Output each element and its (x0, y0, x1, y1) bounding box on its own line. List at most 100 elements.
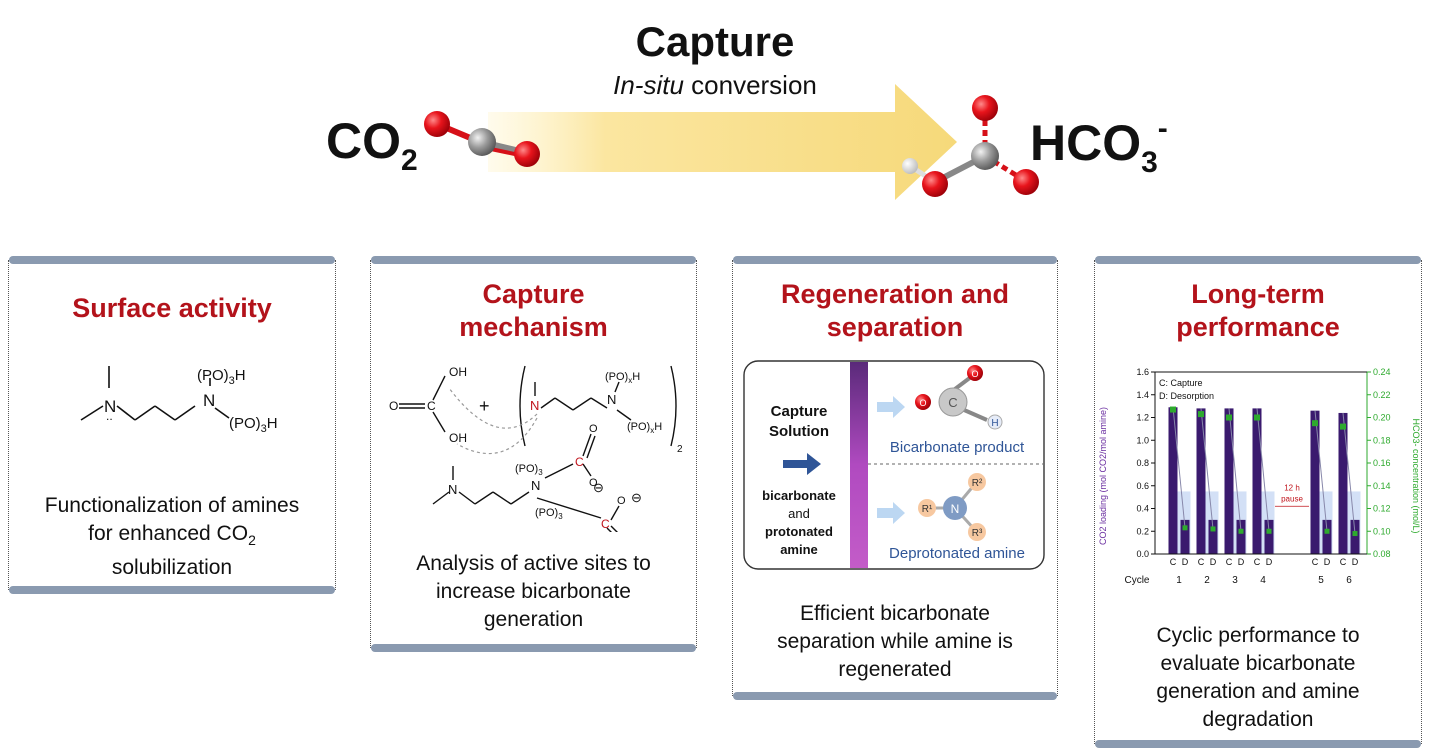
desc-line: regenerated (838, 658, 952, 681)
membrane-strip (850, 362, 868, 568)
mixture-label: bicarbonate (762, 488, 836, 503)
product-sub: 3 (1141, 146, 1158, 179)
scheme-oh-top: OH (449, 365, 467, 379)
mixture-label: protonated (765, 524, 833, 539)
header-subtitle: In-situ conversion (0, 70, 1430, 101)
minus-charge-icon: ⊖ (593, 480, 604, 495)
desc-line: generation and amine (1156, 680, 1360, 703)
atom-label: O (971, 369, 978, 379)
conversion-arrow (488, 84, 957, 200)
desc-line: Functionalization of amines (44, 494, 300, 517)
bicarbonate-icon: O O C H (915, 365, 1003, 430)
scheme-amine-n: N (530, 398, 539, 413)
panel-surface-activity: Surface activity N .. N (PO)3H (PO)3H Fu… (8, 256, 336, 594)
atom-label: H (991, 418, 998, 429)
capture-bar (1168, 407, 1178, 554)
atom-label: O (919, 398, 926, 408)
scheme-po: (PO) (605, 371, 628, 383)
y-tick-label-left: 0.6 (1136, 481, 1149, 491)
product-c-bottom: C (601, 517, 610, 531)
pause-label: 12 h (1284, 483, 1300, 492)
flow-arrow-icon (783, 453, 821, 475)
capture-bar (1338, 412, 1348, 554)
panel-top-bar (371, 256, 696, 264)
pause-label: pause (1281, 495, 1303, 504)
scheme-h: H (632, 371, 640, 383)
panel-capture-mechanism: Capture mechanism OH O C OH + N N (370, 256, 697, 652)
product-main: HCO (1030, 115, 1142, 171)
cycle-trend-line (1314, 410, 1328, 532)
panel-top-bar (733, 256, 1057, 264)
substituent-sub: 3 (261, 423, 267, 435)
svg-text:(PO)3: (PO)3 (535, 507, 563, 521)
separation-inset: Capture Solution bicarbonate and protona… (743, 360, 1045, 570)
hco3-capture-point (1170, 406, 1176, 413)
header-graphics (424, 84, 1039, 200)
desc-line: increase bicarbonate (436, 580, 631, 603)
phase-label: C (1340, 557, 1347, 567)
scheme-o: O (389, 399, 398, 413)
hco3-capture-point (1254, 414, 1260, 421)
hco3-desorption-point (1210, 526, 1216, 532)
x-axis-label: Cycle (1124, 575, 1149, 586)
hco3-capture-point (1226, 414, 1232, 421)
cycle-trend-line (1256, 408, 1270, 532)
cycle-number: 2 (1204, 575, 1210, 586)
y-tick-label-left: 1.0 (1136, 435, 1149, 445)
product-o: O (589, 423, 598, 435)
legend-capture: C: Capture (1159, 378, 1203, 388)
phase-label: C (1254, 557, 1261, 567)
panel-title-line: separation (826, 312, 964, 342)
y-tick-label-right: 0.12 (1373, 504, 1391, 514)
cycle-trend-line (1172, 407, 1186, 528)
product-o: O (589, 477, 598, 489)
capture-bar (1196, 408, 1206, 554)
y-tick-label-right: 0.10 (1373, 526, 1391, 536)
hco3-capture-point (1198, 411, 1204, 418)
phase-label: D (1238, 557, 1245, 567)
svg-text:(PO)3H: (PO)3H (197, 367, 246, 387)
y-tick-label-right: 0.24 (1373, 367, 1391, 377)
desorption-bar (1180, 519, 1190, 554)
panel-title: Long-term performance (1095, 278, 1421, 344)
scheme-h: H (654, 421, 662, 433)
product-o: O (617, 495, 626, 507)
y-tick-label-left: 0.8 (1136, 458, 1149, 468)
panel-title-line: Regeneration and (780, 279, 1010, 309)
phase-label: D (1352, 557, 1359, 567)
panel-description: Cyclic performance to evaluate bicarbona… (1101, 622, 1415, 734)
desc-line: Efficient bicarbonate (800, 602, 990, 625)
desc-line: for enhanced CO2 (15, 520, 329, 554)
phase-label: D (1182, 557, 1189, 567)
atom-label: N (951, 502, 960, 516)
product-n-right: N (531, 478, 540, 493)
desc-line: Analysis of active sites to (416, 552, 651, 575)
desorption-bar (1236, 519, 1246, 554)
panel-bottom-bar (371, 644, 696, 652)
atom-label: R² (972, 478, 983, 489)
substituent-po: (PO) (197, 367, 229, 384)
desc-line: Cyclic performance to (1156, 624, 1360, 647)
capture-solution-label: Solution (769, 423, 829, 440)
y-tick-label-right: 0.22 (1373, 390, 1391, 400)
amine-n-left: N (104, 397, 116, 416)
reactant-sub: 2 (401, 144, 418, 177)
desorption-bar (1322, 519, 1332, 554)
substituent-h: H (235, 367, 246, 384)
panel-description: Analysis of active sites to increase bic… (377, 550, 690, 634)
substituent-sub: 3 (229, 375, 235, 387)
panel-title: Regeneration and separation (733, 278, 1057, 344)
header-title: Capture (635, 18, 795, 65)
desc-line: solubilization (111, 556, 233, 580)
desorption-bar (1264, 519, 1274, 554)
y-tick-label-left: 0.2 (1136, 526, 1149, 536)
y-tick-label-left: 1.2 (1136, 413, 1149, 423)
y-tick-label-left: 0.0 (1136, 549, 1149, 559)
panel-description: Functionalization of amines for enhanced… (15, 492, 329, 582)
reactant-main: CO (326, 113, 401, 169)
amine-n-right: N (203, 391, 215, 410)
scheme-amine-n2: N (607, 392, 616, 407)
cycle-number: 1 (1176, 575, 1182, 586)
desorption-bar (1208, 519, 1218, 554)
cycle-number: 3 (1232, 575, 1238, 586)
